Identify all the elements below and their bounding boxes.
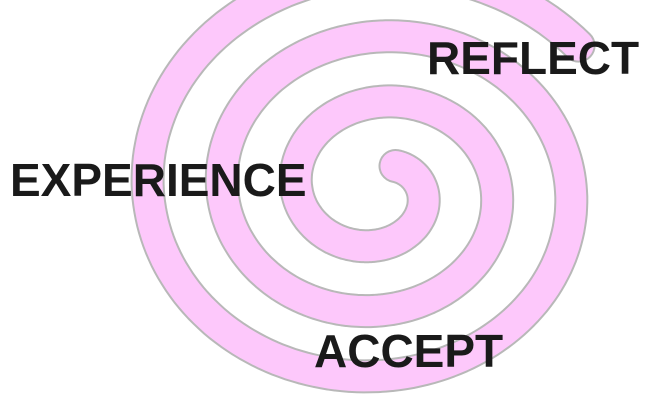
label-experience: EXPERIENCE — [10, 157, 307, 203]
label-accept: ACCEPT — [314, 328, 503, 374]
label-reflect: REFLECT — [427, 35, 639, 81]
